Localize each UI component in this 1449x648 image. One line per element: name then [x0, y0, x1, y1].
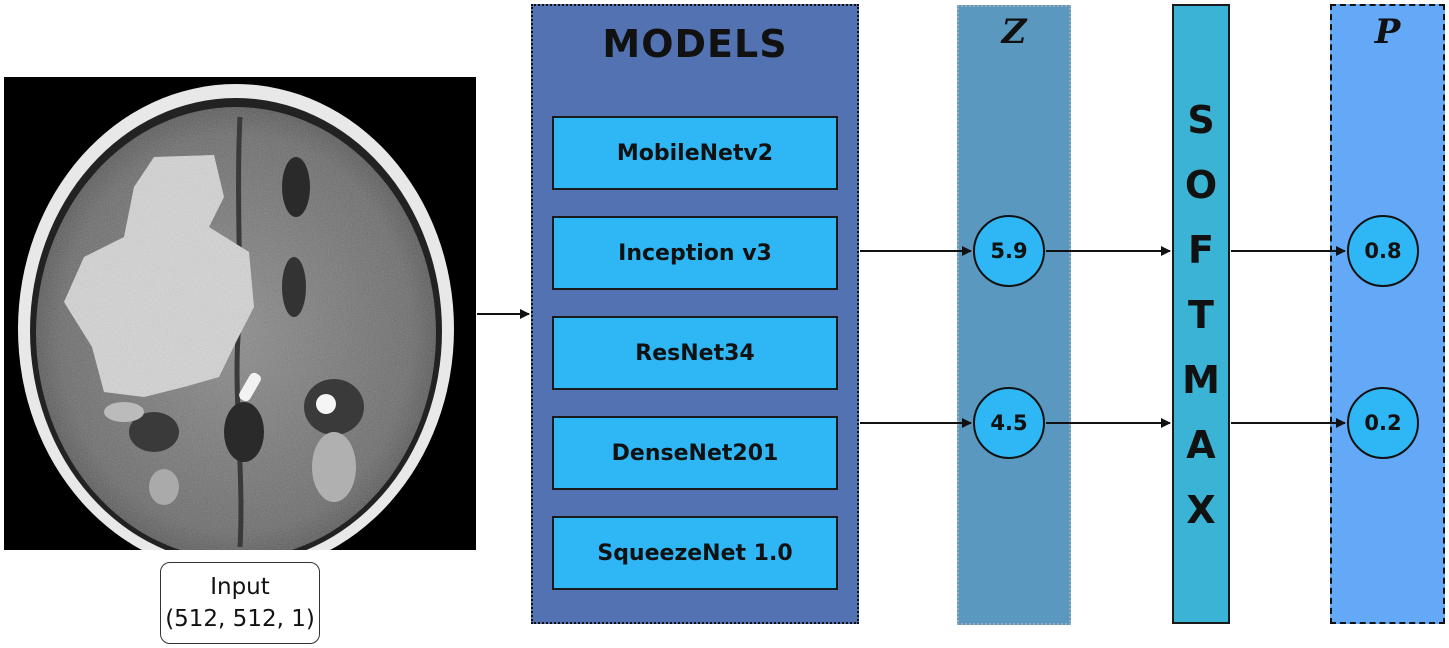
softmax-letter-x: X [1186, 488, 1216, 532]
model-box-squeezenet: SqueezeNet 1.0 [552, 516, 838, 590]
p-column [1330, 4, 1445, 624]
brain-ct-illustration [4, 77, 476, 574]
model-box-inception-v3: Inception v3 [552, 216, 838, 290]
softmax-letter-a: A [1186, 423, 1216, 467]
p-node-1: 0.8 [1347, 215, 1419, 287]
softmax-letter-f: F [1188, 228, 1214, 272]
input-label: Input [210, 574, 270, 600]
softmax-letter-m: M [1182, 358, 1220, 402]
z-node-2: 4.5 [973, 387, 1045, 459]
softmax-letter-o: O [1184, 163, 1218, 207]
model-box-resnet34: ResNet34 [552, 316, 838, 390]
softmax-bar [1172, 4, 1230, 624]
ct-scan-image [4, 77, 476, 574]
input-caption: Input (512, 512, 1) [160, 562, 320, 644]
model-box-mobilenetv2: MobileNetv2 [552, 116, 838, 190]
model-box-densenet201: DenseNet201 [552, 416, 838, 490]
p-node-2: 0.2 [1347, 387, 1419, 459]
z-label: Z [1001, 12, 1027, 52]
input-shape: (512, 512, 1) [165, 606, 315, 632]
z-column [957, 5, 1071, 625]
models-title: MODELS [602, 22, 788, 66]
z-node-1: 5.9 [973, 215, 1045, 287]
softmax-letter-t: T [1188, 293, 1214, 337]
softmax-letter-s: S [1187, 98, 1215, 142]
p-label: P [1374, 12, 1401, 52]
